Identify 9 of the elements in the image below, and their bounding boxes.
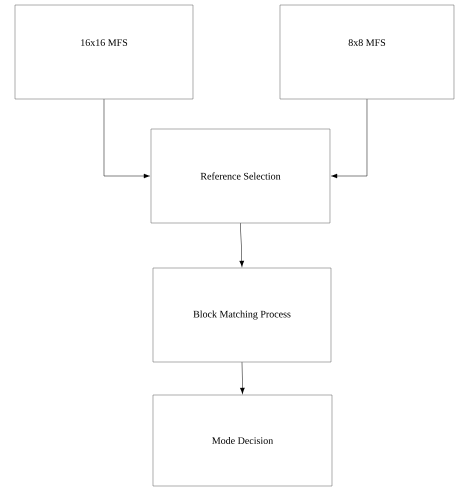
- arrow: [239, 222, 244, 267]
- process-box: 8x8 MFS: [280, 4, 454, 100]
- arrow: [240, 362, 245, 394]
- process-box: 16x16 MFS: [14, 4, 194, 100]
- process-box: Reference Selection: [150, 128, 330, 224]
- arrow: [331, 98, 368, 178]
- process-box: Mode Decision: [152, 394, 332, 486]
- arrow: [104, 98, 150, 178]
- process-box: Block Matching Process: [152, 268, 332, 362]
